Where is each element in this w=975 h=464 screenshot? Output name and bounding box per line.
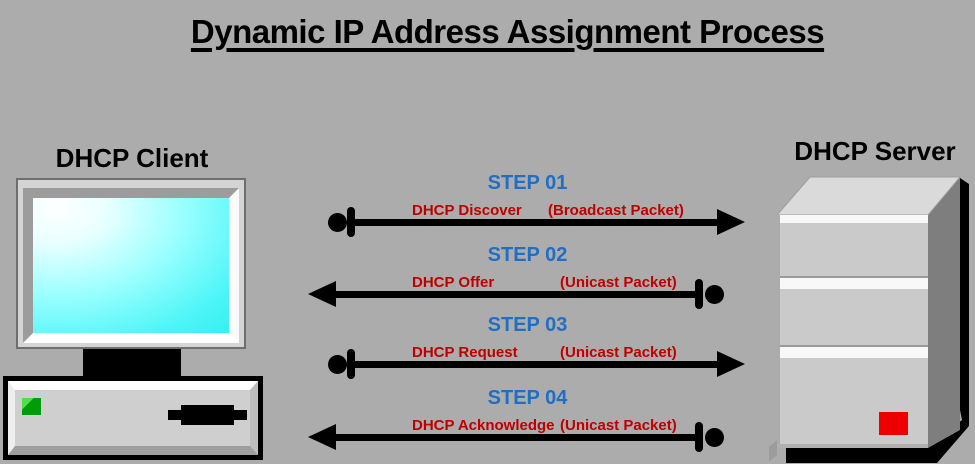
step-02-arrow-left [300, 278, 755, 310]
arrow-head-icon [308, 281, 336, 307]
arrow-endpoint-circle [705, 428, 724, 447]
step-02-annotations: DHCP Offer (Unicast Packet) [300, 274, 755, 291]
monitor-screen [33, 198, 229, 333]
arrow-endpoint-bar [695, 422, 703, 452]
step-03-arrow-right [300, 348, 755, 380]
arrow-line [352, 219, 718, 226]
step-04-label: STEP 04 [487, 387, 568, 409]
step-03-label: STEP 03 [487, 314, 568, 336]
step-04-packet-type: (Unicast Packet) [560, 417, 677, 434]
arrow-endpoint-bar [695, 279, 703, 309]
monitor-bezel [23, 188, 239, 343]
step-03-group: STEP 03 DHCP Request (Unicast Packet) [300, 314, 755, 384]
arrow-line [333, 291, 701, 298]
step-01-label: STEP 01 [487, 172, 568, 194]
step-01-group: STEP 01 DHCP Discover (Broadcast Packet) [300, 172, 755, 242]
step-02-message: DHCP Offer [412, 274, 495, 291]
step-01-packet-type: (Broadcast Packet) [548, 202, 684, 219]
step-04-message: DHCP Acknowledge [412, 417, 555, 434]
arrow-endpoint-circle [328, 213, 347, 232]
arrow-endpoint-circle [705, 285, 724, 304]
step-04-annotations: DHCP Acknowledge (Unicast Packet) [300, 417, 755, 434]
server-led-icon [879, 412, 908, 435]
drive-slot-button [181, 405, 234, 425]
page-title: Dynamic IP Address Assignment Process [190, 13, 825, 50]
step-02-group: STEP 02 DHCP Offer (Unicast Packet) [300, 244, 755, 314]
step-01-annotations: DHCP Discover (Broadcast Packet) [300, 202, 755, 219]
step-03-message: DHCP Request [412, 344, 518, 361]
monitor-stand [83, 349, 181, 377]
client-label: DHCP Client [55, 143, 209, 173]
step-01-message: DHCP Discover [412, 202, 522, 219]
arrow-line [333, 434, 701, 441]
step-03-packet-type: (Unicast Packet) [560, 344, 677, 361]
server-label: DHCP Server [794, 136, 956, 166]
step-04-arrow-left [300, 421, 755, 453]
step-04-group: STEP 04 DHCP Acknowledge (Unicast Packet… [300, 387, 755, 457]
arrow-endpoint-bar [347, 207, 355, 237]
arrow-head-icon [717, 209, 745, 235]
arrow-endpoint-bar [347, 349, 355, 379]
client-monitor-illustration [16, 178, 246, 349]
client-computer-case [3, 376, 263, 460]
arrow-endpoint-circle [328, 355, 347, 374]
step-01-arrow-right [300, 206, 755, 238]
power-led-icon [22, 398, 41, 415]
arrow-head-icon [717, 351, 745, 377]
server-tower-illustration [769, 176, 969, 463]
arrow-line [352, 361, 718, 368]
step-02-label: STEP 02 [487, 244, 568, 266]
arrow-head-icon [308, 424, 336, 450]
step-02-packet-type: (Unicast Packet) [560, 274, 677, 291]
step-03-annotations: DHCP Request (Unicast Packet) [300, 344, 755, 361]
